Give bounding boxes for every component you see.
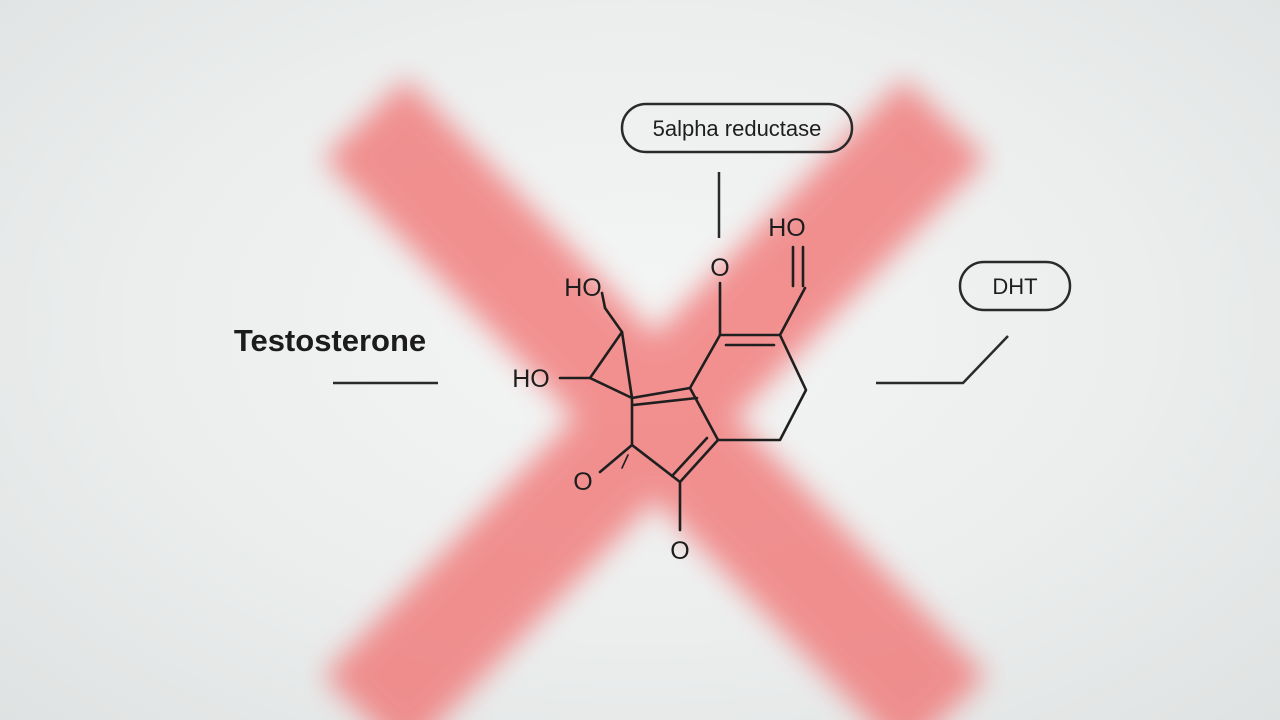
product-label-pill: DHT: [958, 260, 1072, 312]
bond-ho-upper-left: [600, 291, 607, 310]
molecule-structure: [558, 245, 808, 532]
product-pill-outline: [958, 260, 1072, 312]
bond-ho-top-right: [778, 286, 807, 337]
enzyme-label: 5alpha reductase: [653, 116, 822, 141]
substrate-label: Testosterone: [234, 323, 426, 358]
ring-three-bonds: [588, 306, 634, 400]
wedge-bond-inner: [625, 355, 631, 389]
red-x-cross-icon: [323, 78, 987, 720]
cross-stroke-2: [323, 78, 987, 720]
product-connector: [876, 335, 1009, 385]
atom-o-bottom: O: [670, 537, 689, 565]
ring-five-double-bond: [670, 436, 709, 478]
bond-o-left-inner: [621, 454, 629, 469]
atom-o-left: O: [573, 468, 592, 496]
atom-ho-lower-left: HO: [512, 365, 550, 393]
atom-o-top: O: [710, 254, 729, 282]
atom-ho-top-right: HO: [768, 214, 806, 242]
atom-ho-upper-left: HO: [564, 274, 602, 302]
enzyme-label-pill: 5alpha reductase: [620, 102, 854, 154]
product-label: DHT: [992, 274, 1037, 299]
bond-o-left: [598, 443, 634, 474]
enzyme-pill-outline: [620, 102, 854, 154]
ring-six-double-bond-left: [631, 396, 699, 407]
